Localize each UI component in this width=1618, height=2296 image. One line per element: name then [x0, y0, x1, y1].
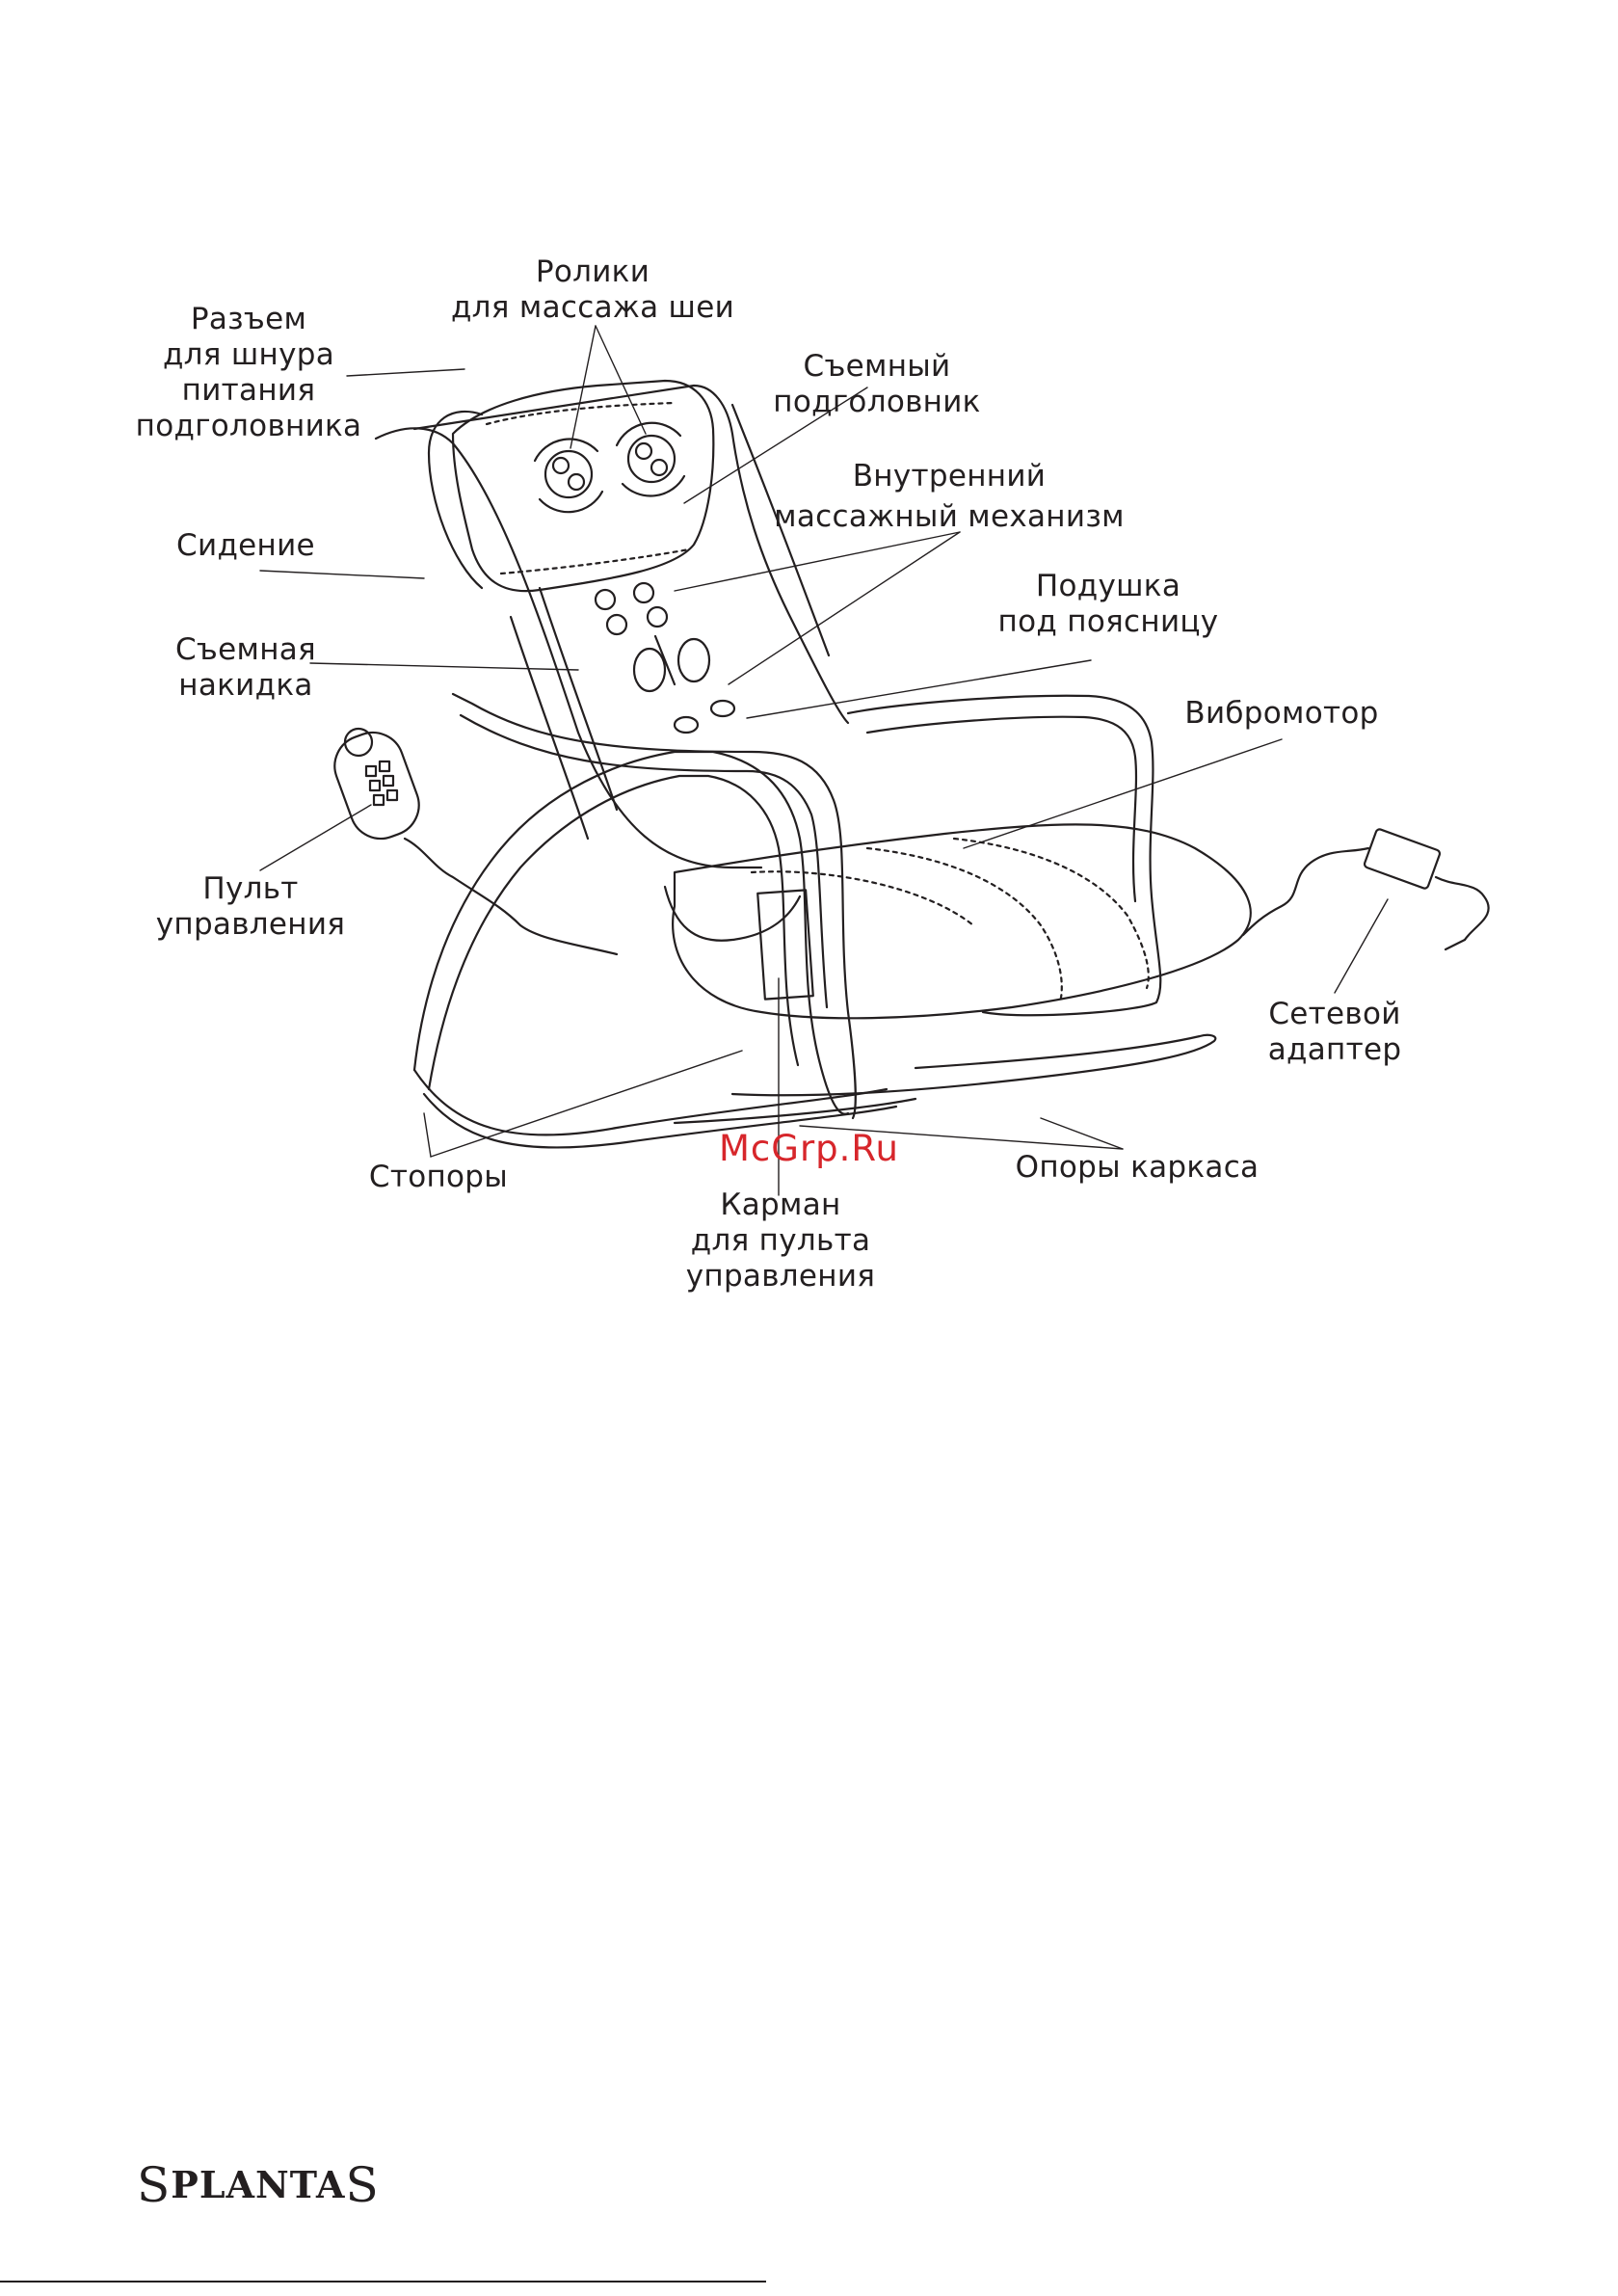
label-mechanism: Внутренний массажный механизм: [761, 456, 1137, 537]
label-rollers-line2: для массажа шеи: [438, 290, 747, 326]
label-stoppers-line1: Стопоры: [352, 1160, 525, 1195]
neck-roller-icon: [545, 451, 592, 497]
power-adapter-icon: [1243, 828, 1489, 949]
label-pocket-line1: Карман: [665, 1188, 896, 1223]
label-rollers: Ролики для массажа шеи: [438, 254, 747, 326]
label-headrest-line2: подголовник: [761, 385, 993, 420]
watermark: McGrp.Ru: [719, 1128, 899, 1169]
headrest: [429, 381, 713, 591]
label-adapter-line2: адаптер: [1243, 1032, 1426, 1068]
label-pocket-line3: управления: [665, 1259, 896, 1295]
label-vibromotor: Вибромотор: [1171, 696, 1393, 732]
side-arm-panel: [665, 887, 800, 941]
front-rocker: [414, 1070, 887, 1135]
label-remote-line1: Пульт: [145, 871, 357, 907]
label-connector-line1: Разъем: [123, 302, 374, 337]
label-remote-line2: управления: [145, 907, 357, 943]
label-headrest-line1: Съемный: [761, 349, 993, 385]
label-adapter: Сетевой адаптер: [1243, 997, 1426, 1068]
logo-left-s: S: [137, 2157, 171, 2213]
chair-frame: [414, 694, 1215, 1148]
label-cover-line2: накидка: [154, 668, 337, 704]
label-headrest: Съемный подголовник: [761, 349, 993, 420]
armrest-right: [848, 696, 1160, 1016]
label-connector: Разъем для шнура питания подголовника: [123, 302, 374, 444]
label-pocket-line2: для пульта: [665, 1223, 896, 1259]
label-vibromotor-line1: Вибромотор: [1171, 696, 1393, 732]
label-adapter-line1: Сетевой: [1243, 997, 1426, 1032]
label-lumbar-line2: под поясницу: [983, 604, 1233, 640]
label-supports: Опоры каркаса: [1002, 1150, 1272, 1186]
neck-rollers: [535, 423, 684, 512]
label-cover: Съемная накидка: [154, 632, 337, 704]
label-cover-line1: Съемная: [154, 632, 337, 668]
label-connector-line2: для шнура: [123, 337, 374, 373]
logo-right-s: S: [345, 2157, 379, 2213]
label-connector-line3: питания: [123, 373, 374, 409]
rear-runner: [732, 1035, 1215, 1095]
label-connector-line4: подголовника: [123, 409, 374, 444]
label-stoppers: Стопоры: [352, 1160, 525, 1195]
label-remote: Пульт управления: [145, 871, 357, 943]
left-runner: [414, 752, 848, 1114]
brand-logo: SPLANTAS: [137, 2157, 380, 2213]
label-mechanism-line1: Внутренний: [761, 456, 1137, 496]
label-mechanism-line2: массажный механизм: [761, 496, 1137, 537]
label-seat: Сидение: [164, 528, 328, 564]
label-lumbar-line1: Подушка: [983, 569, 1233, 604]
logo-text: PLANTA: [171, 2163, 345, 2206]
label-lumbar: Подушка под поясницу: [983, 569, 1233, 640]
footer-rule: [0, 2281, 766, 2283]
label-rollers-line1: Ролики: [438, 254, 747, 290]
label-seat-line1: Сидение: [164, 528, 328, 564]
massage-mechanism: [596, 583, 734, 733]
label-pocket: Карман для пульта управления: [665, 1188, 896, 1295]
neck-roller-icon: [628, 436, 675, 482]
label-supports-line1: Опоры каркаса: [1002, 1150, 1272, 1186]
